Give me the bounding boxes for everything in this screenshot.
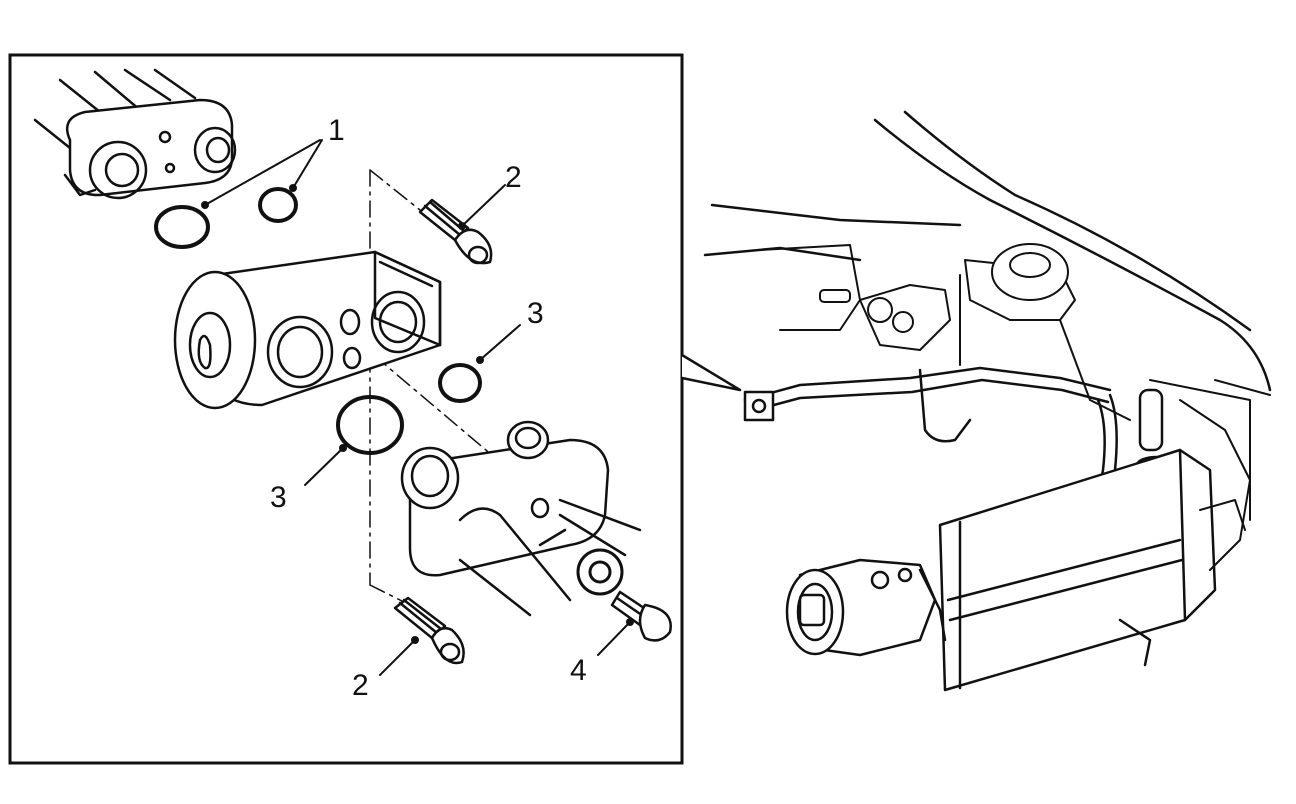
vehicle-hood-outline — [703, 110, 1272, 392]
inset-pointer — [680, 353, 742, 392]
callout-leader-3-right — [476, 324, 521, 364]
callout-3-left: 3 — [270, 481, 287, 514]
bolt-upper — [418, 198, 493, 265]
ac-compressor — [785, 558, 947, 657]
callout-3-right: 3 — [527, 297, 544, 330]
condenser-core — [938, 448, 1217, 692]
callout-leader-3-left — [304, 444, 347, 486]
callout-4: 4 — [570, 654, 587, 687]
callout-leader-1 — [201, 139, 323, 209]
callout-leader-2-lower — [379, 636, 419, 676]
o-ring-right — [438, 363, 482, 403]
lower-tube-block — [400, 420, 642, 617]
callout-1: 1 — [328, 114, 345, 147]
callout-2-upper: 2 — [505, 161, 522, 194]
expansion-valve-body — [173, 250, 442, 410]
engine-bay-components — [759, 243, 1251, 521]
sealing-washer — [576, 548, 624, 596]
o-ring-left — [336, 395, 404, 455]
o-ring-pair — [154, 187, 298, 249]
bolt-item-4 — [610, 590, 672, 642]
callout-leader-2-upper — [458, 184, 506, 230]
callout-leader-4 — [597, 618, 634, 656]
callout-2-lower: 2 — [352, 669, 369, 702]
front-fascia-edge — [1179, 379, 1271, 571]
evaporator-tube-block — [33, 68, 237, 200]
detail-inset-frame — [8, 53, 684, 765]
bolt-lower — [393, 596, 465, 665]
